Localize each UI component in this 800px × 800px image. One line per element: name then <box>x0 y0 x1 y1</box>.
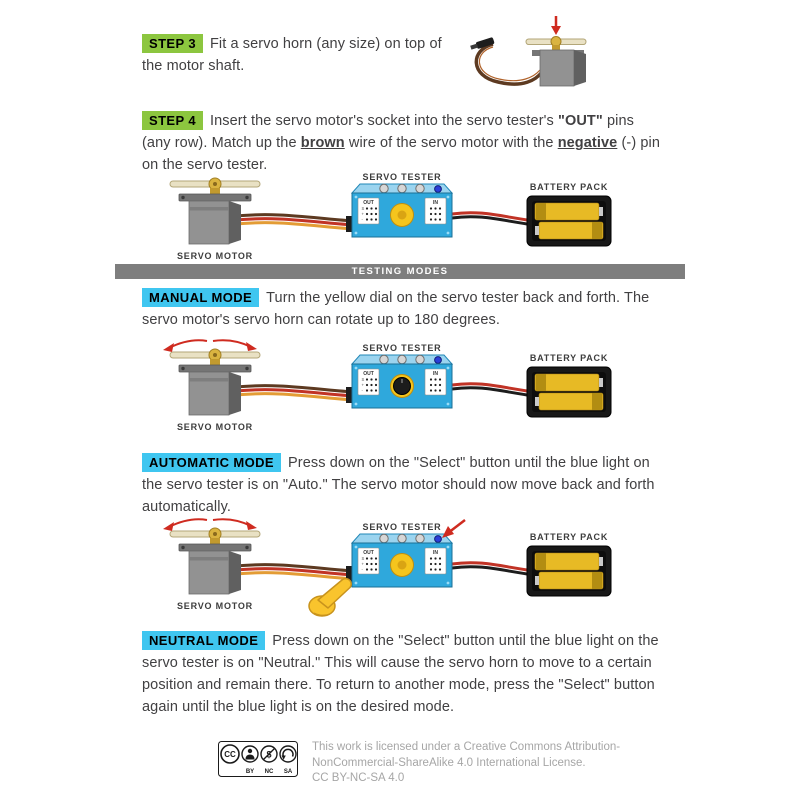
license-line: NonCommercial-ShareAlike 4.0 Internation… <box>312 756 586 769</box>
pointing-hand-icon <box>308 577 352 617</box>
servo-tester-illustration <box>351 533 453 588</box>
wire-connector <box>470 37 495 50</box>
servo-plug <box>346 387 356 403</box>
step4-text-segment: Insert the servo motor's socket into the… <box>209 113 558 129</box>
step4-paragraph: STEP 4 Insert the servo motor's socket in… <box>142 110 664 176</box>
sa-label: SA <box>284 769 293 775</box>
automatic-mode-tag: AUTOMATIC MODE <box>142 453 281 472</box>
by-attribution-icon <box>241 745 259 763</box>
servo-motor-label: SERVO MOTOR <box>177 422 253 432</box>
neutral-mode-text: Press down on the "Select" button until … <box>142 633 659 715</box>
step4-brown-emphasis: brown <box>300 135 345 151</box>
black-dial-knob <box>393 377 411 395</box>
servo-motor-illustration <box>169 527 261 595</box>
battery-pack-label: BATTERY PACK <box>530 182 608 192</box>
step4-text-segment: (-) pin on the servo tester. <box>142 135 661 173</box>
servo-tester-label: SERVO TESTER <box>363 172 442 182</box>
orange-wire <box>234 221 354 231</box>
battery-pack-illustration <box>526 366 612 418</box>
servo-motor-illustration <box>169 348 261 416</box>
step4-tag: STEP 4 <box>142 111 203 130</box>
servo-plug <box>346 566 356 582</box>
servo-body <box>539 49 575 87</box>
servo-wire <box>474 42 544 86</box>
automatic-mode-diagram: SERVO TESTER BATTERY PACK SERVO MOTOR <box>162 518 612 617</box>
servo-tester-label: SERVO TESTER <box>363 343 442 353</box>
servo-plug <box>346 216 356 232</box>
automatic-mode-text: Press down on the "Select" button until … <box>142 455 655 515</box>
sa-sharealike-icon <box>279 745 297 763</box>
rotation-arrows-icon <box>162 518 258 532</box>
servo-tester-label: SERVO TESTER <box>363 522 442 532</box>
license-line: This work is licensed under a Creative C… <box>312 741 621 753</box>
cc-logo-text: CC <box>224 750 236 759</box>
servo-motor-illustration <box>169 177 261 245</box>
servo-motor-label: SERVO MOTOR <box>177 251 253 261</box>
rotation-arrows-icon <box>162 339 258 353</box>
license-text: This work is licensed under a Creative C… <box>312 740 620 787</box>
testing-modes-banner: TESTING MODES <box>115 264 685 279</box>
battery-pack-label: BATTERY PACK <box>530 532 608 542</box>
step4-diagram: SERVO TESTER BATTERY PACK SERVO MOTOR <box>169 172 612 261</box>
battery-pack-illustration <box>526 195 612 247</box>
battery-black-wire <box>451 215 528 226</box>
cc-license-badge: CC $ BY NC SA <box>218 741 298 782</box>
red-wire <box>234 217 354 227</box>
by-label: BY <box>246 769 254 775</box>
step4-text-segment: wire of the servo motor with the <box>344 135 558 151</box>
step4-out-emphasis: "OUT" <box>557 113 603 129</box>
battery-pack-label: BATTERY PACK <box>530 353 608 363</box>
step3-tag: STEP 3 <box>142 34 203 53</box>
battery-pack-illustration <box>526 545 612 597</box>
step4-text-segment: pins (any row). Match up the <box>142 113 634 151</box>
manual-mode-diagram: SERVO TESTER BATTERY PACK SERVO MOTOR <box>162 339 612 432</box>
cc-logo-icon <box>220 744 240 764</box>
step3-illustration <box>470 16 587 87</box>
manual-mode-tag: MANUAL MODE <box>142 288 260 307</box>
license-line: CC BY-NC-SA 4.0 <box>312 772 405 784</box>
battery-red-wire <box>451 211 528 222</box>
step3-text: Fit a servo horn (any size) on top of th… <box>142 36 442 74</box>
nc-label: NC <box>265 769 274 775</box>
cc-badge-graphic: CC $ BY NC SA <box>218 741 298 777</box>
neutral-mode-tag: NEUTRAL MODE <box>142 631 266 650</box>
brown-wire <box>234 213 354 223</box>
servo-motor-label: SERVO MOTOR <box>177 601 253 611</box>
nc-noncommercial-icon <box>260 745 278 763</box>
manual-mode-text: Turn the yellow dial on the servo tester… <box>142 290 650 328</box>
step4-negative-emphasis: negative <box>557 135 618 151</box>
servo-tester-illustration <box>351 183 453 238</box>
